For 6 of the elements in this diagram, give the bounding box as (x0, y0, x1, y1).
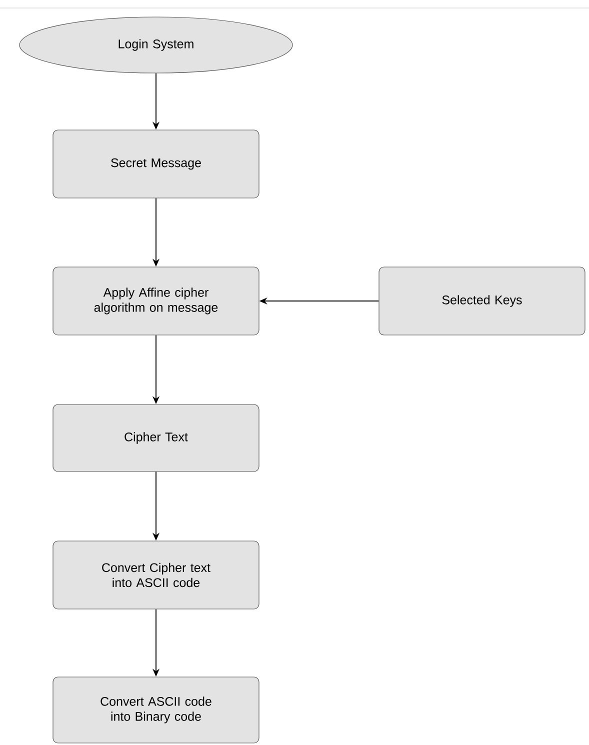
process-box: Convert Cipher text into ASCII code (52, 540, 260, 610)
process-box: Selected Keys (378, 266, 586, 336)
process-box: Convert ASCII code into Binary code (52, 676, 260, 744)
process-box: Secret Message (52, 130, 260, 198)
process-box: Cipher Text (52, 404, 260, 472)
process-box: Apply Affine cipher algorithm on message (52, 266, 260, 336)
